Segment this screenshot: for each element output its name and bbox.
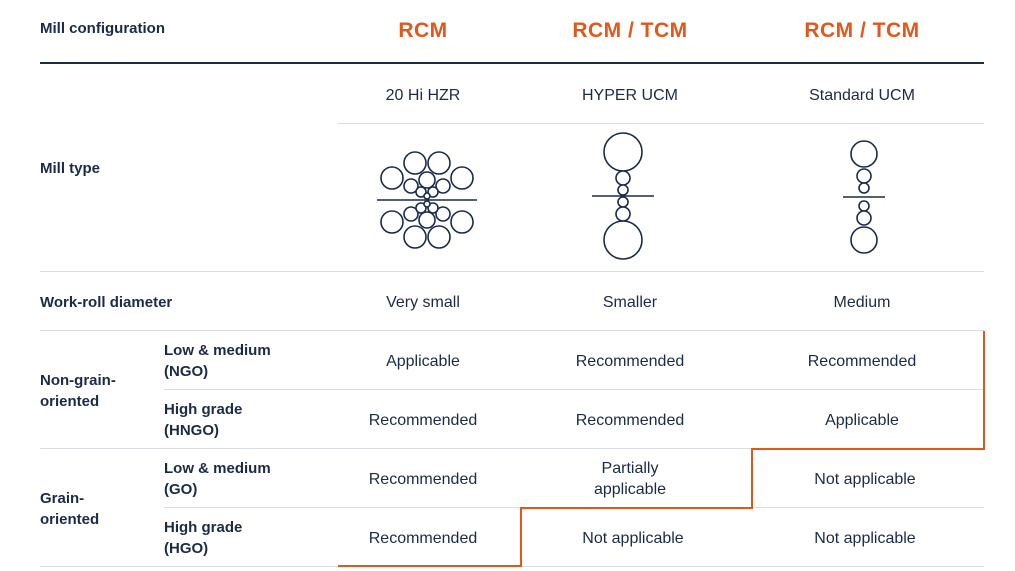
cell-ngo-1: Applicable (386, 353, 460, 370)
20-hi-mill-icon (377, 151, 477, 249)
work-roll-value-1: Very small (386, 294, 460, 311)
cell-go-3: Not applicable (814, 471, 916, 488)
cell-hngo-3: Applicable (825, 412, 899, 429)
cell-hgo-3: Not applicable (814, 530, 916, 547)
work-roll-label: Work-roll diameter (40, 294, 173, 311)
header-divider (40, 62, 984, 64)
column-header-1: RCM (398, 19, 448, 42)
mill-name-divider (338, 123, 984, 124)
ngo-row-divider (164, 389, 984, 390)
cell-ngo-3: Recommended (807, 353, 917, 370)
mill-type-divider (40, 271, 984, 272)
standard-ucm-mill-icon (843, 140, 885, 254)
cell-hngo-2: Recommended (575, 412, 685, 429)
mill-type-label: Mill type (40, 160, 101, 177)
cell-hngo-1: Recommended (368, 412, 478, 429)
cell-hgo-1: Recommended (368, 530, 478, 547)
work-roll-value-2: Smaller (602, 294, 658, 311)
column-header-3: RCM / TCM (804, 19, 920, 42)
row-label-hngo: High grade (HNGO) (164, 401, 243, 439)
work-roll-value-3: Medium (833, 294, 891, 311)
row-label-go: Low & medium (GO) (164, 460, 271, 498)
cell-ngo-2: Recommended (575, 353, 685, 370)
mill-name-1: 20 Hi HZR (385, 87, 461, 104)
hyper-ucm-mill-icon (592, 132, 654, 260)
row-label-hgo: High grade (HGO) (164, 519, 243, 557)
mill-configuration-label: Mill configuration (40, 20, 165, 37)
group-label-go: Grain- oriented (40, 490, 100, 528)
cell-hgo-2: Not applicable (582, 530, 684, 547)
cell-go-1: Recommended (368, 471, 478, 488)
row-label-ngo: Low & medium (NGO) (164, 342, 271, 380)
column-header-2: RCM / TCM (572, 19, 688, 42)
work-roll-divider (40, 330, 984, 331)
group-divider (40, 448, 984, 449)
cell-go-2: Partially applicable (593, 460, 667, 498)
mill-name-3: Standard UCM (809, 87, 915, 104)
mill-name-2: HYPER UCM (581, 87, 678, 104)
group-label-ngo: Non-grain- oriented (40, 372, 116, 410)
